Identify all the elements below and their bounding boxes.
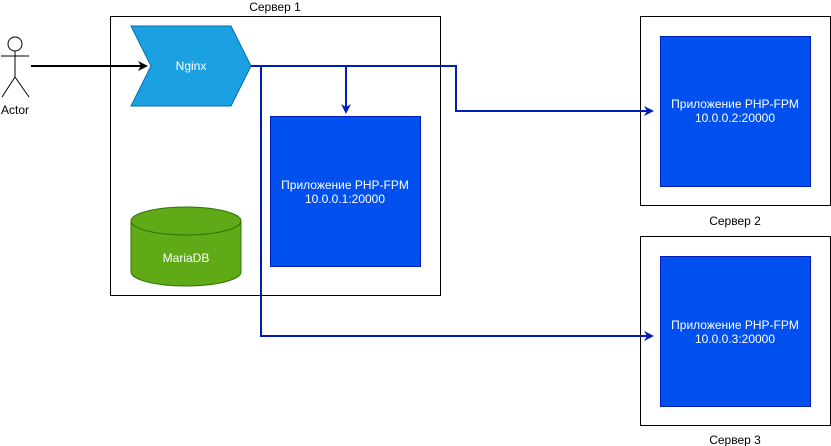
server-2-label: Сервер 2 <box>709 214 761 228</box>
app-1-node[interactable]: Приложение PHP-FPM 10.0.0.1:20000 <box>270 116 421 267</box>
mariadb-node[interactable]: MariaDB <box>130 206 242 287</box>
app-1-shape <box>270 116 421 267</box>
nginx-shape <box>130 25 252 107</box>
app-3-title: Приложение PHP-FPM <box>671 318 799 332</box>
nginx-label: Nginx <box>176 59 207 73</box>
app-2-address: 10.0.0.2:20000 <box>695 111 775 125</box>
actor-label: Actor <box>1 103 29 117</box>
connectors <box>250 65 654 341</box>
app-3-shape <box>660 256 811 407</box>
app-3-address: 10.0.0.3:20000 <box>695 332 775 346</box>
app-2-shape <box>660 36 811 187</box>
edge-nginx-app-2[interactable] <box>250 65 654 116</box>
mariadb-shape <box>130 206 242 287</box>
mariadb-top-rim <box>130 220 242 236</box>
edge-nginx-app-3[interactable] <box>260 66 654 341</box>
app-1-title: Приложение PHP-FPM <box>281 178 409 192</box>
app-2-title: Приложение PHP-FPM <box>671 97 799 111</box>
actor-icon <box>1 36 30 98</box>
actor[interactable]: Actor <box>1 36 30 117</box>
app-3-node[interactable]: Приложение PHP-FPM 10.0.0.3:20000 <box>660 256 811 407</box>
app-1-address: 10.0.0.1:20000 <box>305 192 385 206</box>
app-2-node[interactable]: Приложение PHP-FPM 10.0.0.2:20000 <box>660 36 811 187</box>
mariadb-label: MariaDB <box>163 251 210 265</box>
server-1-label: Сервер 1 <box>249 0 301 14</box>
nginx-node[interactable]: Nginx <box>130 25 252 107</box>
server-3-label: Сервер 3 <box>709 433 761 446</box>
